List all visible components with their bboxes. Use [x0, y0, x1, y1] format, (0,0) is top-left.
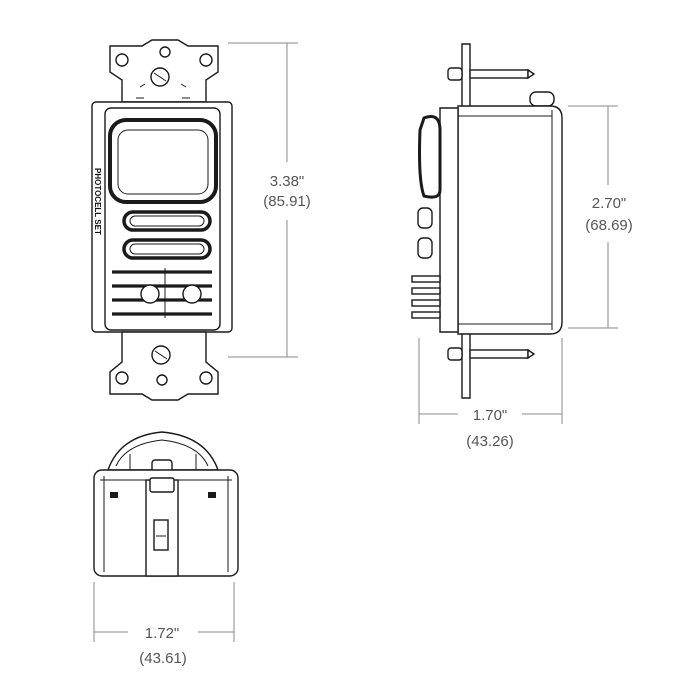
front-strap-hole-bc: [156, 374, 168, 386]
side-height-metric: (68.69): [585, 217, 633, 234]
side-height-dimension: 2.70" (68.69): [568, 105, 633, 329]
side-grille: [411, 275, 441, 319]
side-height-imperial: 2.70": [592, 195, 627, 212]
front-button-2: [122, 238, 212, 260]
bottom-width-dimension: 1.72" (43.61): [93, 582, 235, 667]
front-strap-hole-br: [199, 371, 213, 385]
front-lens-inner: [117, 129, 209, 195]
bottom-lens-dome: [107, 431, 219, 471]
front-strap-hole-tl: [115, 53, 129, 67]
front-height-dimension: 3.38" (85.91): [228, 42, 311, 358]
side-body: [457, 105, 563, 335]
side-depth-metric: (43.26): [466, 433, 514, 450]
front-height-metric: (85.91): [263, 193, 311, 210]
bottom-width-metric: (43.61): [139, 650, 187, 667]
front-button-1: [122, 210, 212, 232]
front-strap-hole-tr: [199, 53, 213, 67]
front-strap-hole-center: [159, 46, 171, 58]
front-strap-hole-bl: [115, 371, 129, 385]
side-depth-dimension: 1.70" (43.26): [418, 338, 563, 450]
front-height-imperial: 3.38": [270, 173, 305, 190]
photocell-label: PHOTOCELL SET: [93, 168, 102, 235]
side-lens-bump: [418, 115, 442, 199]
side-view: [411, 43, 563, 399]
side-depth-imperial: 1.70": [473, 407, 508, 424]
bottom-width-imperial: 1.72": [145, 625, 180, 642]
front-bottom-strap: [109, 331, 219, 401]
front-grille: [112, 268, 212, 318]
side-front-profile: [439, 107, 459, 333]
front-lens-window: [108, 118, 218, 204]
bottom-view: [93, 431, 239, 577]
front-view: PHOTOCELL SET: [91, 39, 233, 401]
